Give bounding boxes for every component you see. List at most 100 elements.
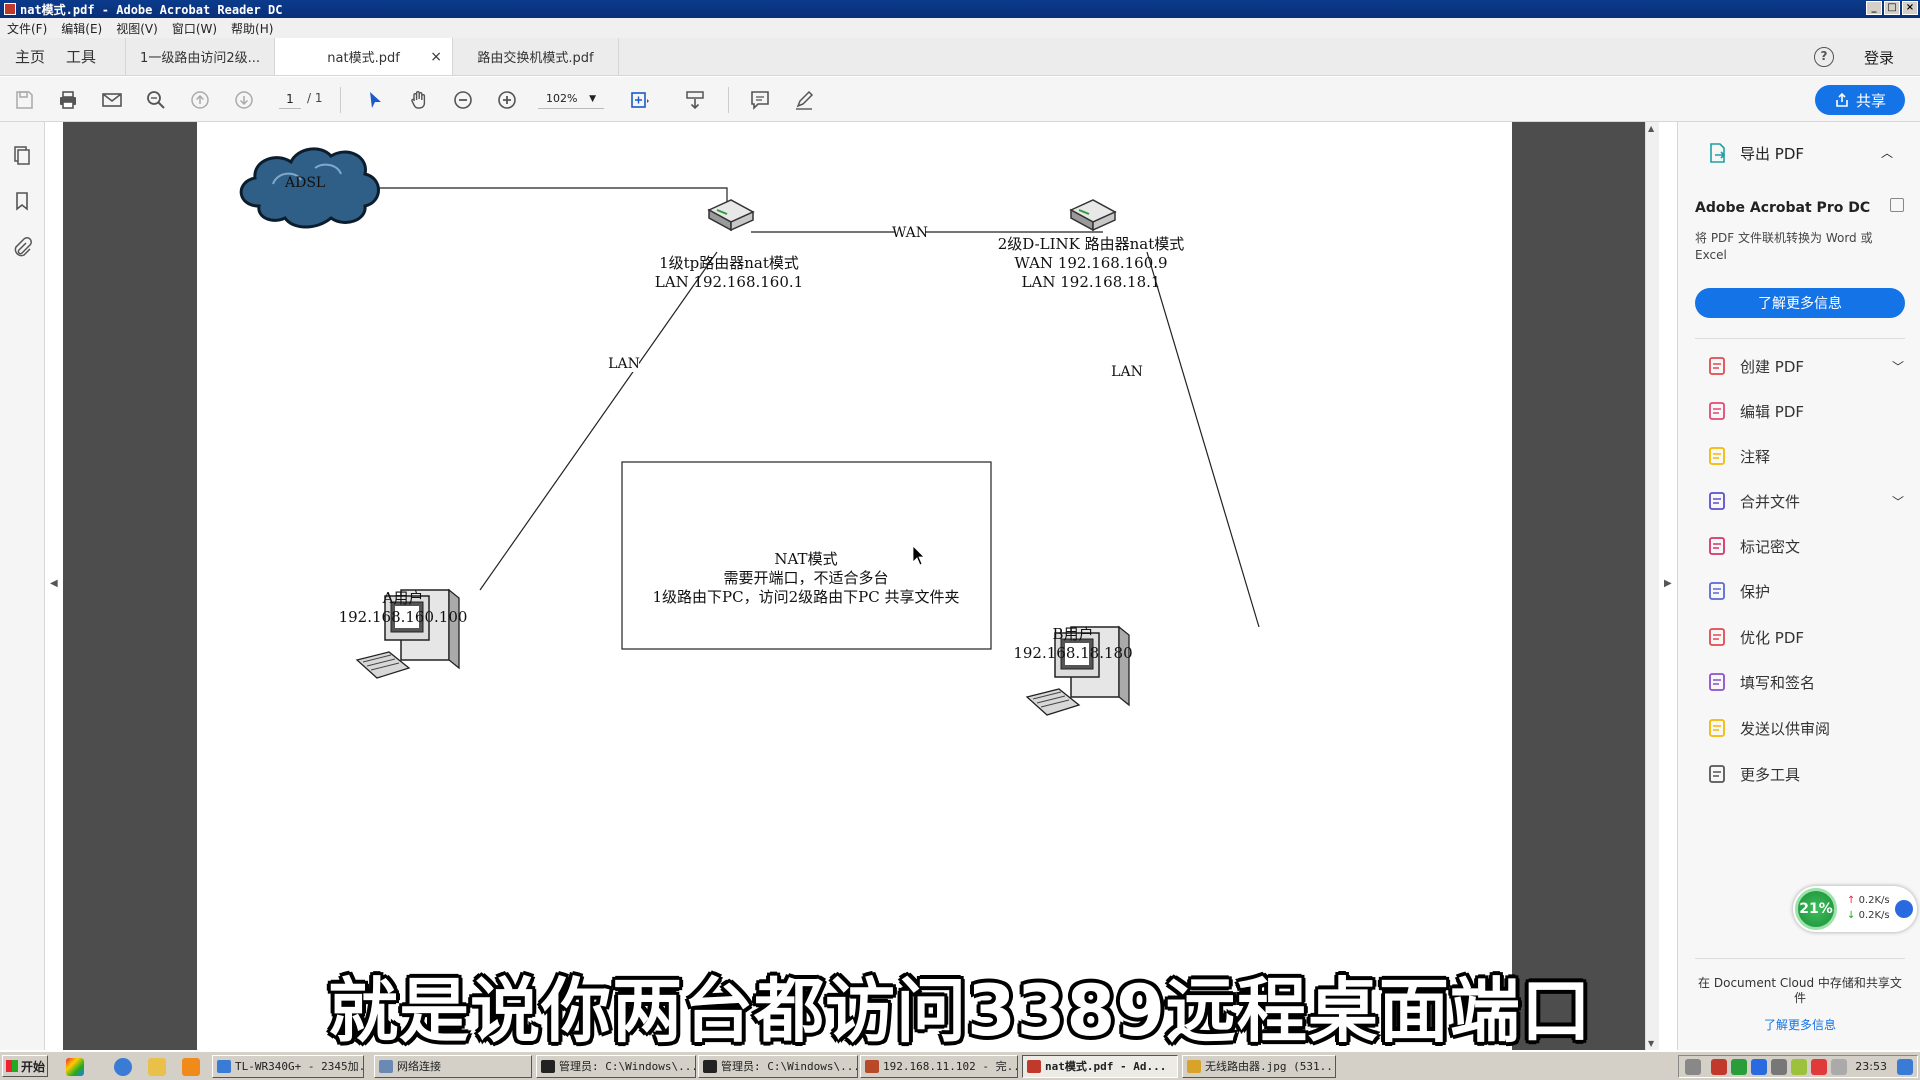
menu-view[interactable]: 视图(V) xyxy=(116,21,158,36)
vertical-scrollbar[interactable]: ▲ ▼ xyxy=(1645,122,1659,1050)
taskbar-button[interactable]: 无线路由器.jpg (531... xyxy=(1182,1055,1336,1078)
media-player-icon[interactable] xyxy=(182,1058,200,1076)
doc-tab-3[interactable]: 路由交换机模式.pdf xyxy=(453,38,620,75)
taskbar-button[interactable]: 网络连接 xyxy=(374,1055,532,1078)
taskbar-button[interactable]: TL-WR340G+ - 2345加... xyxy=(212,1055,364,1078)
doc-tab-2[interactable]: nat模式.pdf × xyxy=(275,38,454,75)
zoom-value: 102% xyxy=(546,92,578,105)
hand-tool-icon[interactable] xyxy=(407,88,431,112)
zoom-in-icon[interactable] xyxy=(495,88,519,112)
comment-icon[interactable] xyxy=(748,88,772,112)
learn-more-button[interactable]: 了解更多信息 xyxy=(1695,288,1905,318)
show-desktop-icon[interactable] xyxy=(1897,1059,1913,1075)
zoom-out-icon[interactable] xyxy=(451,88,475,112)
page-number-input[interactable]: 1 xyxy=(279,89,301,109)
tray-app-icon[interactable] xyxy=(1811,1059,1827,1075)
product-info-icon[interactable] xyxy=(1890,198,1904,212)
save-icon[interactable] xyxy=(12,88,36,112)
chevron-down-icon[interactable]: ﹀ xyxy=(1891,359,1904,374)
product-name: Adobe Acrobat Pro DC xyxy=(1695,200,1871,216)
menu-bar: 文件(F) 编辑(E) 视图(V) 窗口(W) 帮助(H) xyxy=(0,18,1920,38)
email-icon[interactable] xyxy=(100,88,124,112)
login-link[interactable]: 登录 xyxy=(1863,48,1894,67)
tool-comment[interactable]: 注释 xyxy=(1706,442,1916,470)
window-title-bar: nat模式.pdf - Adobe Acrobat Reader DC _ □ … xyxy=(0,0,1920,18)
chevron-down-icon[interactable]: ﹀ xyxy=(1891,494,1904,509)
router-icon xyxy=(1069,199,1117,232)
window-title: nat模式.pdf - Adobe Acrobat Reader DC xyxy=(20,2,283,17)
tab-close-icon[interactable]: × xyxy=(430,49,443,65)
collapse-right-panel-icon[interactable]: ▶ xyxy=(1664,578,1672,589)
tool-edit-pdf[interactable]: 编辑 PDF xyxy=(1706,397,1916,425)
tray-acrobat-icon[interactable] xyxy=(1711,1059,1727,1075)
taskbar-button[interactable]: nat模式.pdf - Ad... xyxy=(1022,1055,1178,1078)
prev-page-icon[interactable] xyxy=(188,88,212,112)
boost-icon[interactable] xyxy=(1895,900,1913,918)
chevron-up-icon[interactable]: ︿ xyxy=(1880,146,1893,160)
taskbar-button[interactable]: 管理员: C:\Windows\... xyxy=(536,1055,696,1078)
start-button[interactable]: 开始 xyxy=(2,1055,48,1077)
tray-network-icon[interactable] xyxy=(1751,1059,1767,1075)
export-pdf-icon xyxy=(1710,143,1726,163)
lan-link-line-left xyxy=(479,251,718,591)
sign-pen-icon[interactable] xyxy=(792,88,816,112)
select-cursor-icon[interactable] xyxy=(363,88,387,112)
home-tab[interactable]: 主页 xyxy=(15,48,46,66)
scroll-up-icon[interactable]: ▲ xyxy=(1648,124,1655,133)
restore-button[interactable]: □ xyxy=(1884,1,1900,15)
share-button[interactable]: 共享 xyxy=(1815,85,1905,115)
tool-combine-files[interactable]: 合并文件﹀ xyxy=(1706,487,1916,515)
chevron-down-icon: ▼ xyxy=(589,94,596,104)
folder-icon[interactable] xyxy=(148,1058,166,1076)
search-icon[interactable] xyxy=(144,88,168,112)
collapse-left-panel-icon[interactable]: ◀ xyxy=(50,578,58,589)
router2-wan: WAN 192.168.160.9 xyxy=(1014,254,1167,272)
scroll-down-icon[interactable]: ▼ xyxy=(1648,1039,1655,1048)
doc-tab-label: nat模式.pdf xyxy=(327,51,400,66)
tray-volume-icon[interactable] xyxy=(1771,1059,1787,1075)
tool-more-tools[interactable]: 更多工具 xyxy=(1706,760,1916,788)
menu-help[interactable]: 帮助(H) xyxy=(231,21,274,36)
quicklaunch-app-icon[interactable] xyxy=(66,1058,84,1076)
tool-redact[interactable]: 标记密文 xyxy=(1706,532,1916,560)
tools-tab[interactable]: 工具 xyxy=(66,48,97,66)
tool-optimize-pdf[interactable]: 优化 PDF xyxy=(1706,623,1916,651)
menu-window[interactable]: 窗口(W) xyxy=(171,21,218,36)
share-icon xyxy=(1836,92,1848,107)
export-pdf-tool[interactable]: 导出 PDF ︿ xyxy=(1678,138,1920,168)
network-speed-widget[interactable]: 21% 0.2K/s 0.2K/s xyxy=(1793,886,1917,932)
page-thumbnails-icon[interactable] xyxy=(11,144,33,166)
tray-app-icon[interactable] xyxy=(1831,1059,1847,1075)
next-page-icon[interactable] xyxy=(232,88,256,112)
doc-tab-1[interactable]: 1一级路由访问2级... xyxy=(125,38,276,75)
bookmark-icon[interactable] xyxy=(11,190,33,212)
doc-tab-label: 路由交换机模式.pdf xyxy=(477,51,594,66)
tray-security-icon[interactable] xyxy=(1731,1059,1747,1075)
taskbar-button[interactable]: 192.168.11.102 - 完... xyxy=(860,1055,1018,1078)
tray-app-icon[interactable] xyxy=(1791,1059,1807,1075)
toolbar-divider xyxy=(340,87,341,113)
close-window-button[interactable]: × xyxy=(1902,1,1918,15)
video-subtitle: 就是说你两台都访问3389远程桌面端口 xyxy=(328,970,1592,1052)
taskbar-button[interactable]: 管理员: C:\Windows\... xyxy=(698,1055,858,1078)
tool-create-pdf[interactable]: 创建 PDF﹀ xyxy=(1706,352,1916,380)
computer-icon xyxy=(355,588,460,679)
tool-send-review[interactable]: 发送以供审阅 xyxy=(1706,714,1916,742)
menu-file[interactable]: 文件(F) xyxy=(7,21,48,36)
minimize-button[interactable]: _ xyxy=(1866,1,1882,15)
fit-page-icon[interactable] xyxy=(628,88,652,112)
tool-protect[interactable]: 保护 xyxy=(1706,577,1916,605)
print-icon[interactable] xyxy=(56,88,80,112)
browser-icon[interactable] xyxy=(114,1058,132,1076)
page-total: / 1 xyxy=(307,91,323,105)
help-icon[interactable]: ? xyxy=(1813,47,1834,67)
scroll-mode-icon[interactable] xyxy=(683,88,707,112)
menu-edit[interactable]: 编辑(E) xyxy=(61,21,103,36)
upload-speed: 0.2K/s xyxy=(1847,895,1890,906)
tray-printer-icon[interactable] xyxy=(1685,1059,1701,1075)
zoom-level-select[interactable]: 102% ▼ xyxy=(538,89,604,109)
userB-ip: 192.168.18.180 xyxy=(1013,644,1132,662)
tool-fill-sign[interactable]: 填写和签名 xyxy=(1706,668,1916,696)
document-cloud-learn-more-link[interactable]: 了解更多信息 xyxy=(1763,1018,1836,1032)
attachment-icon[interactable] xyxy=(11,236,33,258)
